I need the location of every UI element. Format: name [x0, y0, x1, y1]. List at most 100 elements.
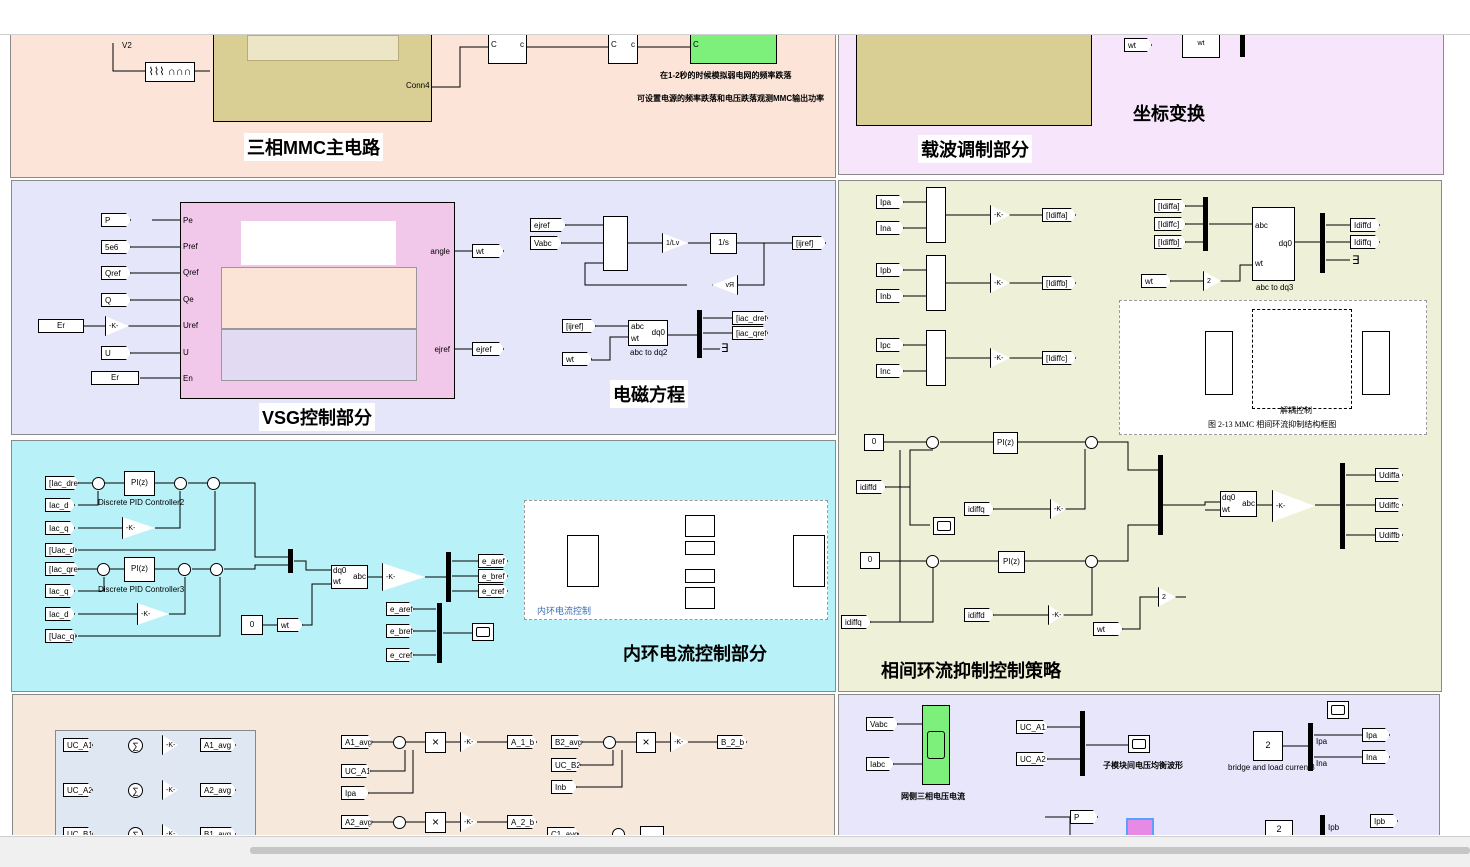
circ-scope-d[interactable]	[933, 517, 955, 535]
bl-sum-mid2[interactable]	[393, 816, 406, 829]
bl-uc-a2-tag[interactable]: UC_A2	[63, 783, 93, 797]
circ-ipa-tag[interactable]: Ipa	[876, 195, 904, 209]
br-ina-out-tag[interactable]: Ina	[1362, 750, 1390, 764]
bl-c1avg-in-tag[interactable]: C1_avg	[547, 827, 579, 835]
circ-idiffd-in-2[interactable]: idiffd	[964, 608, 994, 622]
circ-sum-q1[interactable]	[926, 555, 939, 568]
br-ipb-out-tag[interactable]: Ipb	[1370, 814, 1398, 828]
inner-e-aref-in[interactable]: e_aref	[386, 602, 414, 616]
inner-uac-d-tag[interactable]: [Uac_d]	[45, 543, 77, 557]
bl-inb-in-tag[interactable]: Inb	[551, 780, 577, 794]
vsg-tag-qref[interactable]: Qref	[101, 266, 131, 280]
vsg-out-wt[interactable]: wt	[472, 244, 504, 258]
bl-sum-a1[interactable]: ∑	[128, 738, 143, 753]
vsg-tag-p[interactable]: P	[101, 213, 131, 227]
circ-sum-d2[interactable]	[1085, 436, 1098, 449]
circ-sum-a[interactable]	[926, 187, 946, 243]
inner-iac-q-tag[interactable]: Iac_q	[45, 521, 75, 535]
br-pink-scope[interactable]	[1126, 818, 1154, 835]
vsg-tag-u[interactable]: U	[101, 346, 131, 360]
br-demux[interactable]	[1308, 723, 1313, 771]
bl-uca1-in-tag[interactable]: UC_A1	[341, 764, 371, 778]
circ-idiffc-tag[interactable]: [Idiffc]	[1042, 351, 1076, 365]
inner-scope[interactable]	[472, 623, 494, 641]
inner-e-cref-in[interactable]: e_cref	[386, 648, 414, 662]
bl-mul-2[interactable]: ×	[425, 812, 446, 833]
circ-idiffa-tag[interactable]: [Idiffa]	[1042, 208, 1076, 222]
circ-ina-tag[interactable]: Ina	[876, 221, 904, 235]
circ-zero-const-1[interactable]: 0	[864, 434, 884, 451]
inner-wt-tag[interactable]: wt	[277, 618, 303, 632]
bl-b2b-out-tag[interactable]: B_2_b	[717, 735, 747, 749]
inner-pi-q[interactable]: PI(z)	[124, 557, 155, 582]
circ-idiffd-in-1[interactable]: idiffd	[856, 480, 886, 494]
emf-iac-dref-tag[interactable]: [iac_dref]	[732, 311, 768, 325]
br-uc-a1-tag[interactable]: UC_A1	[1016, 720, 1048, 734]
inner-iac-d2-tag[interactable]: Iac_d	[45, 607, 75, 621]
bl-a1b-out-tag[interactable]: A_1_b	[507, 735, 537, 749]
circ-idiffq-in-1[interactable]: idiffq	[964, 502, 994, 516]
horizontal-scrollbar[interactable]	[0, 836, 1470, 867]
circ-wt-tag[interactable]: wt	[1141, 274, 1171, 288]
inner-mux-2[interactable]	[437, 603, 442, 663]
circ-ipc-tag[interactable]: Ipc	[876, 338, 904, 352]
circ-demux[interactable]	[1320, 213, 1325, 273]
circ-bus-in-c[interactable]: [Idiffc]	[1154, 217, 1186, 231]
emf-sum-block[interactable]	[603, 216, 628, 271]
circ-wt-tag-2[interactable]: wt	[1093, 622, 1123, 636]
coord-demux[interactable]	[1240, 35, 1245, 57]
br-uc-a2-tag[interactable]: UC_A2	[1016, 752, 1048, 766]
coord-transform-block[interactable]: wt	[1182, 35, 1220, 58]
circ-idiffd-out[interactable]: Idiffd	[1350, 218, 1380, 232]
br-const-2[interactable]: 2	[1253, 731, 1283, 761]
circ-udiffb-out[interactable]: Udiffb	[1375, 528, 1403, 542]
emf-demux[interactable]	[697, 310, 702, 358]
inner-mux[interactable]	[288, 549, 293, 573]
circ-sum-b[interactable]	[926, 255, 946, 311]
vsg-tag-q[interactable]: Q	[101, 293, 131, 307]
bl-ipa-in-tag[interactable]: Ipa	[341, 786, 369, 800]
emf-integrator[interactable]: 1/s	[710, 233, 737, 254]
bl-b2avg-in-tag[interactable]: B2_avg	[551, 735, 583, 749]
br-demux-2[interactable]	[1320, 815, 1325, 835]
emf-ijref-in-tag[interactable]: [ijref]	[562, 319, 596, 333]
breaker-block-1[interactable]: C c	[488, 35, 527, 64]
vsg-er-constant-2[interactable]: Er	[91, 371, 139, 385]
circ-inc-tag[interactable]: Inc	[876, 364, 904, 378]
mmc-subsystem[interactable]	[213, 35, 432, 122]
bl-uc-b1-tag[interactable]: UC_B1	[63, 827, 93, 835]
inner-sum-d2[interactable]	[174, 477, 187, 490]
inner-sum-q2[interactable]	[178, 563, 191, 576]
br-grid-scope[interactable]	[922, 705, 950, 785]
circ-idiffq-out[interactable]: Idiffq	[1350, 235, 1380, 249]
model-canvas[interactable]: V2 ⌇⌇⌇ ∩∩∩ 3 Conn4 C c C c C 在1-2秒的时候模拟弱…	[0, 35, 1470, 835]
circ-sum-q2[interactable]	[1085, 555, 1098, 568]
bl-a2-avg-tag[interactable]: A2_avg	[200, 783, 236, 797]
inner-sum-q1[interactable]	[97, 563, 110, 576]
inner-sum-q3[interactable]	[210, 563, 223, 576]
inner-dq0-to-abc[interactable]: dq0 wt abc	[331, 565, 368, 589]
emf-ejref-tag[interactable]: ejref	[530, 218, 566, 232]
br-mux[interactable]	[1080, 711, 1085, 776]
inner-uac-q-tag[interactable]: [Uac_q]	[45, 629, 77, 643]
bl-mul-1[interactable]: ×	[425, 732, 446, 753]
br-p-tag[interactable]: P	[1070, 810, 1098, 824]
inner-iac-qref-tag[interactable]: [Iac_qref]	[45, 562, 79, 576]
circ-pi-1[interactable]: PI(z)	[993, 432, 1018, 454]
bl-a1-avg-tag[interactable]: A1_avg	[200, 738, 236, 752]
circ-zero-const-2[interactable]: 0	[860, 552, 880, 569]
grid-source-scope[interactable]: C	[690, 35, 777, 64]
inner-e-bref-out[interactable]: e_bref	[478, 569, 508, 583]
circ-abc-to-dq3[interactable]: abc wt dq0	[1252, 207, 1295, 281]
emf-iac-qref-tag[interactable]: [iac_qref]	[732, 326, 768, 340]
emf-wt-tag[interactable]: wt	[562, 352, 592, 366]
br-submodule-scope[interactable]	[1128, 735, 1150, 753]
circ-bus-in-a[interactable]: [Idiffa]	[1154, 199, 1186, 213]
bl-sum-b1[interactable]: ∑	[128, 827, 143, 835]
br-const-2b[interactable]: 2	[1265, 820, 1293, 835]
inner-pi-d[interactable]: PI(z)	[124, 471, 155, 496]
emf-vabc-tag[interactable]: Vabc	[530, 236, 562, 250]
bl-uc-a1-tag[interactable]: UC_A1	[63, 738, 93, 752]
circ-sum-d1[interactable]	[926, 436, 939, 449]
bl-b1-avg-tag[interactable]: B1_avg	[200, 827, 236, 835]
